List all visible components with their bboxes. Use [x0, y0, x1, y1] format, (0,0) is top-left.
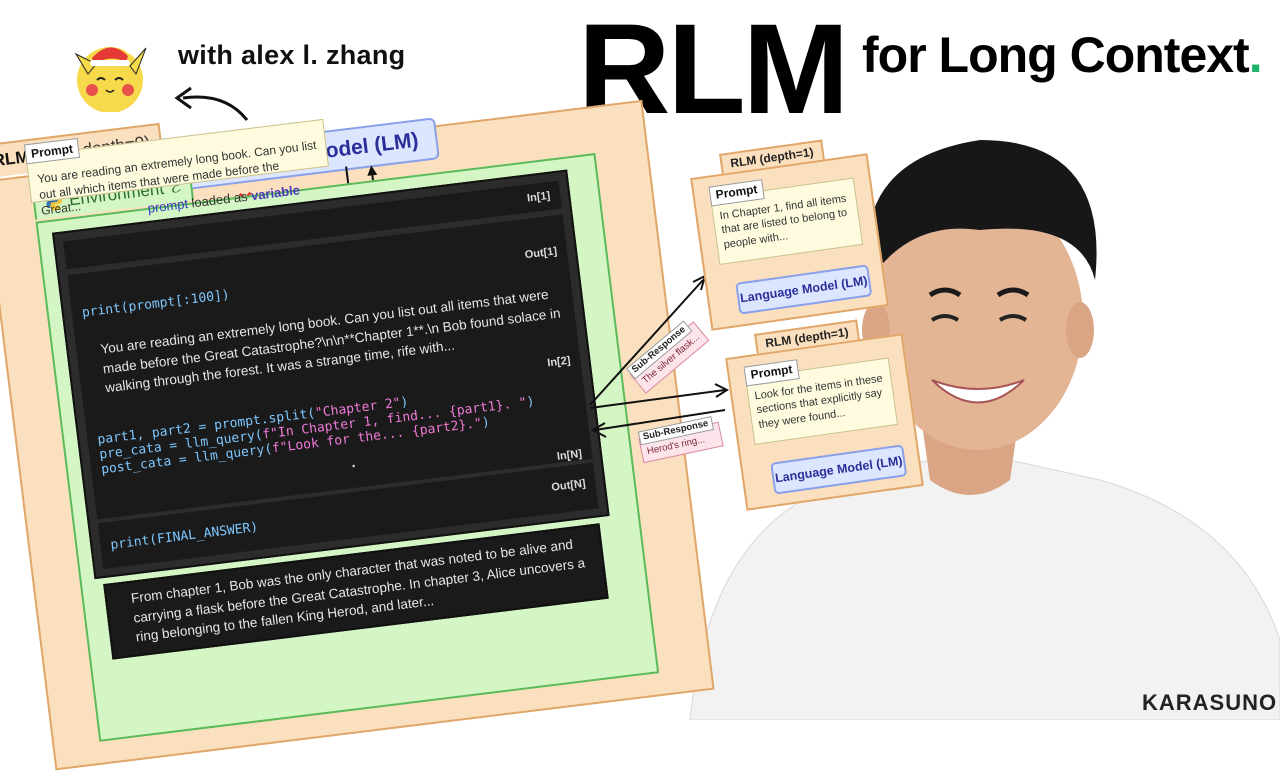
in2-line1-b: ): [399, 394, 410, 411]
in2-line3-b: ): [481, 414, 491, 431]
curved-arrow-icon: [174, 86, 249, 121]
inN-label: In[N]: [556, 447, 583, 463]
repl-notebook: In[1] print(prompt[:100]) Out[1] You are…: [51, 169, 610, 580]
in1-label: In[1]: [526, 189, 551, 205]
rlm-diagram: RLM (root / depth=0) Language Model (LM)…: [0, 99, 715, 771]
sub-rlm-1-prompt-tag: Prompt: [708, 179, 765, 207]
sub-rlm-2-lm: Language Model (LM): [770, 444, 908, 495]
title-subtitle-text: for Long Context: [862, 27, 1250, 83]
in2-label: In[2]: [546, 354, 572, 370]
title-dot: .: [1248, 27, 1263, 83]
pikachu-avatar-icon: [74, 46, 147, 113]
shirt-text: KARASUNO: [1142, 690, 1278, 715]
sub-rlm-1: RLM (depth=1) Prompt In Chapter 1, find …: [690, 139, 889, 331]
person-photo: KARASUNO: [680, 80, 1280, 721]
in2-line2-b: ): [525, 394, 536, 411]
sub-rlm-1-lm: Language Model (LM): [735, 264, 873, 315]
sub-rlm-2: RLM (depth=1) Prompt Look for the items …: [725, 319, 924, 511]
sub-rlm-2-prompt: Prompt Look for the items in these secti…: [743, 357, 899, 445]
byline: with alex l. zhang: [178, 40, 406, 70]
title-subtitle: for Long Context.: [862, 27, 1263, 83]
sub-rlm-1-prompt: Prompt In Chapter 1, find all items that…: [708, 177, 864, 265]
avatar: [70, 40, 156, 113]
sub-rlm-2-prompt-tag: Prompt: [743, 359, 800, 387]
